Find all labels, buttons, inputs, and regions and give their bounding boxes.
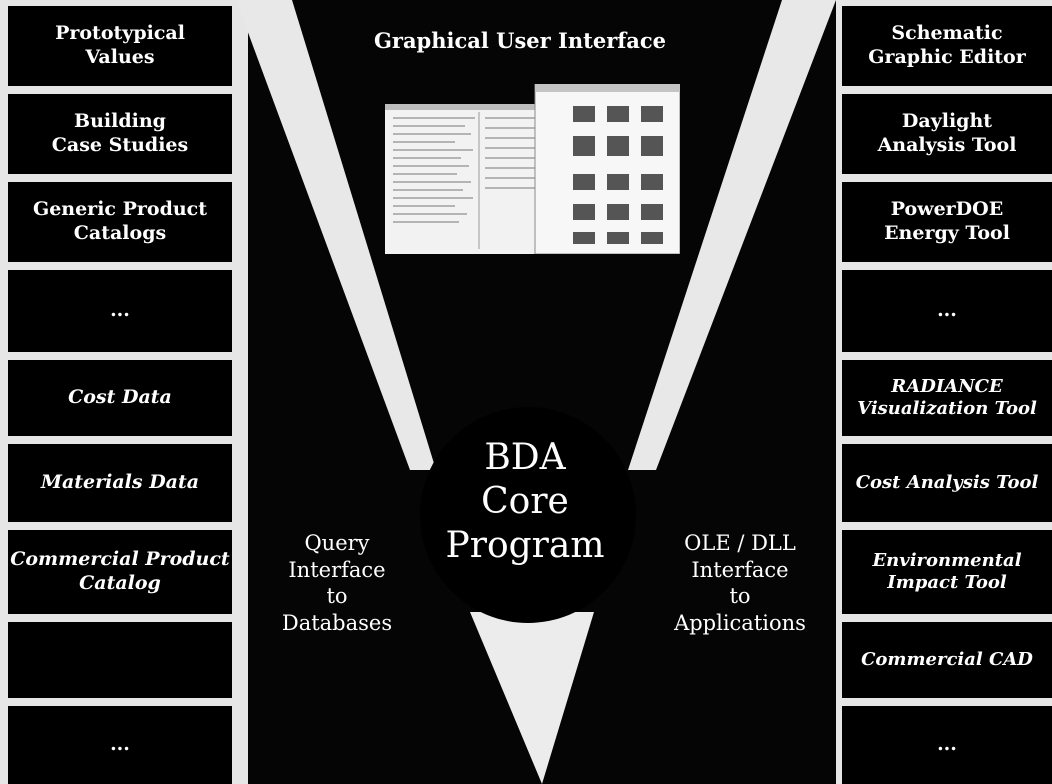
left-box-5-label: Cost Data [68, 386, 172, 409]
right-box-8-label: Commercial CAD [861, 648, 1033, 670]
left-box-4-label: ... [110, 299, 130, 322]
left-box-7-label: Commercial Product Catalog [10, 548, 230, 594]
right-box-8: Commercial CAD [842, 622, 1052, 698]
left-box-3: Generic Product Catalogs [8, 182, 232, 262]
right-box-5: RADIANCE Visualization Tool [842, 360, 1052, 436]
left-box-6-label: Materials Data [40, 471, 200, 494]
query-interface-label: Query Interface to Databases [281, 531, 393, 635]
ole-interface-label: OLE / DLL Interface to Applications [674, 531, 806, 635]
gui-title: Graphical User Interface [373, 28, 667, 53]
right-box-2: Daylight Analysis Tool [842, 94, 1052, 174]
right-box-3: PowerDOE Energy Tool [842, 182, 1052, 262]
right-box-6: Cost Analysis Tool [842, 444, 1052, 522]
left-box-6: Materials Data [8, 444, 232, 522]
right-funnel-arm [628, 0, 836, 470]
right-box-5-label: RADIANCE Visualization Tool [857, 375, 1037, 420]
left-box-2: Building Case Studies [8, 94, 232, 174]
right-box-9-label: ... [937, 733, 957, 756]
right-box-6-label: Cost Analysis Tool [855, 471, 1039, 493]
right-box-2-label: Daylight Analysis Tool [877, 110, 1017, 156]
core-circle [420, 407, 636, 623]
left-box-1-label: Prototypical Values [55, 22, 185, 68]
left-box-5: Cost Data [8, 360, 232, 436]
left-box-4: ... [8, 270, 232, 352]
left-funnel-arm [236, 0, 436, 470]
left-box-9: ... [8, 706, 232, 784]
left-box-1: Prototypical Values [8, 6, 232, 86]
left-box-9-label: ... [110, 733, 130, 756]
left-box-3-label: Generic Product Catalogs [32, 198, 208, 244]
right-box-1-label: Schematic Graphic Editor [868, 22, 1026, 68]
right-box-3-label: PowerDOE Energy Tool [884, 198, 1010, 244]
left-box-8 [8, 622, 232, 698]
right-box-1: Schematic Graphic Editor [842, 6, 1052, 86]
right-box-7-label: Environmental Impact Tool [872, 549, 1022, 594]
gui-screenshot-thumbnail-icon [385, 84, 680, 254]
right-box-4-label: ... [937, 299, 957, 322]
right-box-7: Environmental Impact Tool [842, 530, 1052, 614]
left-box-2-label: Building Case Studies [51, 110, 189, 156]
left-box-7: Commercial Product Catalog [8, 530, 232, 614]
right-box-4: ... [842, 270, 1052, 352]
core-program-label: BDA Core Program [445, 437, 605, 566]
bottom-funnel-notch [470, 612, 594, 784]
right-box-9: ... [842, 706, 1052, 784]
